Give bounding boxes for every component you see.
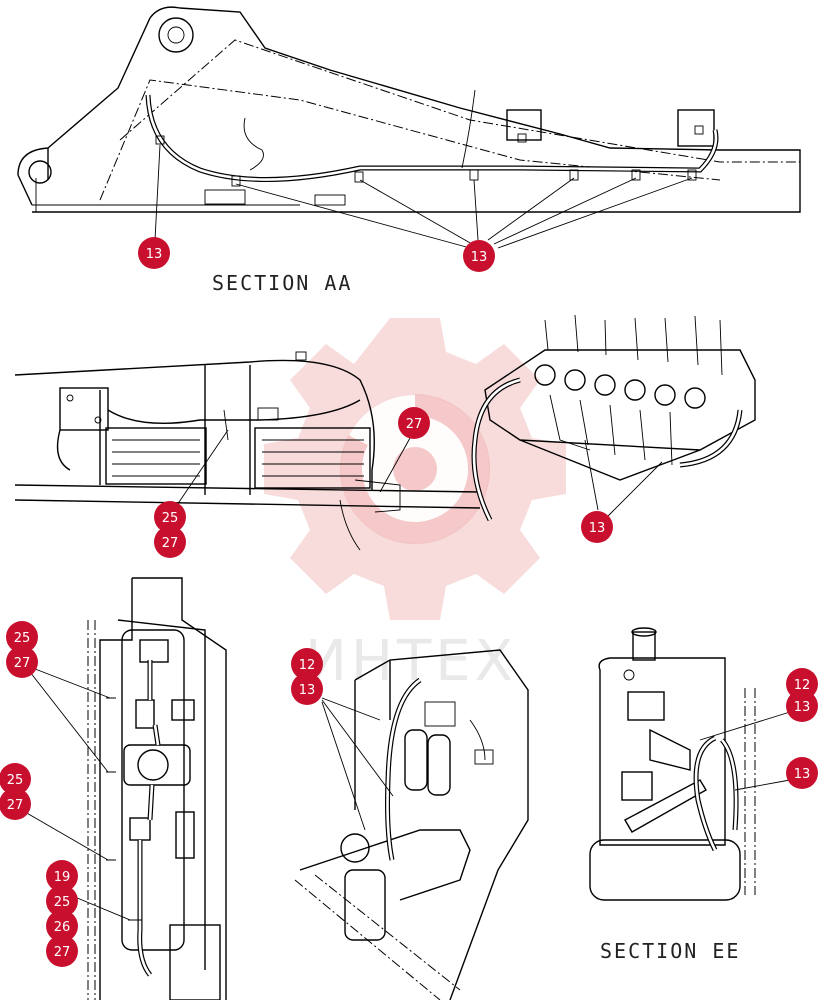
callout-13: 13 [463, 240, 495, 272]
callout-number: 26 [54, 920, 71, 935]
callout-13: 13 [138, 237, 170, 269]
callout-bubble [291, 673, 323, 705]
callout-bubble [154, 501, 186, 533]
callout-13: 13 [581, 511, 613, 543]
callout-bubble [0, 763, 31, 795]
callout-number: 25 [7, 773, 24, 788]
callout-27: 27 [154, 526, 186, 558]
callout-12: 12 [291, 648, 323, 680]
callout-bubble [0, 788, 31, 820]
callout-bubble [6, 646, 38, 678]
callout-13: 13 [291, 673, 323, 705]
callout-bubble [6, 621, 38, 653]
callout-number: 27 [7, 798, 24, 813]
callout-25: 25 [0, 763, 31, 795]
callout-25: 25 [154, 501, 186, 533]
callout-number: 13 [471, 250, 488, 265]
callout-13: 13 [786, 757, 818, 789]
callout-bubble [46, 935, 78, 967]
callout-number: 27 [54, 945, 71, 960]
callout-bubble [786, 668, 818, 700]
callout-bubble [786, 690, 818, 722]
callout-number: 27 [406, 417, 423, 432]
callout-19: 19 [46, 860, 78, 892]
callout-bubble [138, 237, 170, 269]
callout-bubble [46, 885, 78, 917]
section-aa-title: SECTION AA [212, 271, 352, 295]
filter-bracket-drawing [294, 649, 529, 1000]
callout-bubble [786, 757, 818, 789]
section-ee-title: SECTION EE [600, 939, 740, 963]
callout-bubble [154, 526, 186, 558]
section-ee-drawing [589, 627, 791, 901]
callout-number: 13 [589, 521, 606, 536]
callout-bubble [46, 910, 78, 942]
callout-number: 12 [299, 658, 316, 673]
section-aa-drawing [17, 6, 801, 249]
callout-27: 27 [46, 935, 78, 967]
callout-number: 25 [162, 511, 179, 526]
rail-drawing [14, 351, 481, 551]
watermark: ИНТЕХ [264, 318, 566, 694]
callout-number: 19 [54, 870, 71, 885]
callout-27: 27 [0, 788, 31, 820]
callout-13: 13 [786, 690, 818, 722]
callout-number: 13 [794, 767, 811, 782]
callout-12: 12 [786, 668, 818, 700]
valve-bank-drawing [471, 314, 756, 522]
callout-number: 27 [14, 656, 31, 671]
callout-bubble [581, 511, 613, 543]
callout-bubble [463, 240, 495, 272]
callout-bubble [46, 860, 78, 892]
callout-number: 27 [162, 536, 179, 551]
panel-drawing [24, 577, 227, 1000]
callout-number: 25 [14, 631, 31, 646]
callout-number: 12 [794, 678, 811, 693]
callout-27: 27 [6, 646, 38, 678]
callout-bubble [291, 648, 323, 680]
callout-number: 13 [794, 700, 811, 715]
gear-watermark-icon [264, 318, 566, 620]
callout-bubble [398, 407, 430, 439]
callout-number: 13 [299, 683, 316, 698]
callout-markers: 13 13 27 25 27 13 25 27 25 27 19 25 26 27 12 13 12 13 13 [0, 237, 818, 967]
callout-number: 13 [146, 247, 163, 262]
callout-27: 27 [398, 407, 430, 439]
callout-25: 25 [6, 621, 38, 653]
callout-25: 25 [46, 885, 78, 917]
watermark-text: ИНТЕХ [305, 629, 517, 694]
callout-number: 25 [54, 895, 71, 910]
callout-26: 26 [46, 910, 78, 942]
